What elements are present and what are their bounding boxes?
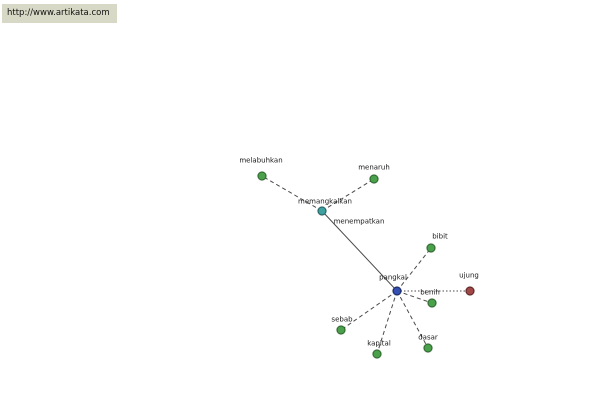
edge-memangkalkan-menaruh (321, 178, 375, 212)
node-label-bibit[interactable]: bibit (432, 232, 448, 241)
node-label-menaruh[interactable]: menaruh (358, 163, 390, 172)
node-sebab[interactable] (336, 325, 346, 335)
edge-memangkalkan-melabuhkan (261, 175, 323, 212)
edge-pangkal-sebab (340, 290, 398, 331)
node-pangkal[interactable] (392, 286, 402, 296)
node-label-ujung[interactable]: ujung (459, 271, 479, 280)
node-label-menempatkan[interactable]: menempatkan (333, 217, 385, 226)
edge-pangkal-dasar (396, 290, 429, 349)
node-label-kapital[interactable]: kapital (367, 339, 391, 348)
node-label-benih[interactable]: benih (420, 288, 440, 297)
edge-pangkal-bibit (396, 247, 432, 292)
node-dasar[interactable] (423, 343, 433, 353)
node-bibit[interactable] (426, 243, 436, 253)
node-melabuhkan[interactable] (257, 171, 267, 181)
node-kapital[interactable] (372, 349, 382, 359)
node-label-sebab[interactable]: sebab (331, 315, 353, 324)
node-benih[interactable] (427, 298, 437, 308)
node-memangkalkan[interactable] (317, 206, 327, 216)
node-menaruh[interactable] (369, 174, 379, 184)
node-label-memangkalkan[interactable]: memangkalkan (298, 197, 352, 206)
node-label-dasar[interactable]: dasar (418, 333, 438, 342)
page-url-label: http://www.artikata.com (2, 4, 117, 23)
edge-pangkal-benih (396, 290, 433, 304)
node-ujung[interactable] (465, 286, 475, 296)
node-label-melabuhkan[interactable]: melabuhkan (239, 156, 283, 165)
edge-memangkalkan-pangkal (321, 210, 398, 292)
node-label-pangkal[interactable]: pangkal (379, 273, 407, 282)
